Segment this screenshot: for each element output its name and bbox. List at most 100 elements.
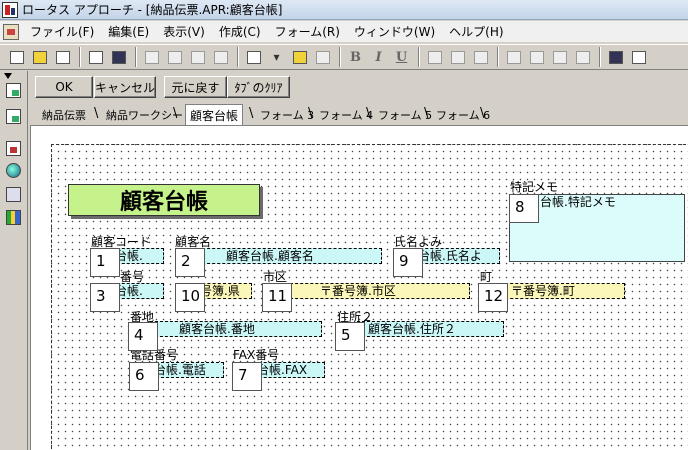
tab-divider: \	[308, 106, 313, 121]
find-icon[interactable]	[572, 47, 593, 68]
toolbar-separator	[339, 47, 341, 67]
open-icon[interactable]	[29, 47, 50, 68]
tab-order-icon[interactable]	[503, 47, 524, 68]
menu-bar: ファイル(F) 編集(E) 表示(V) 作成(C) フォーム(R) ウィンドウ(…	[0, 21, 688, 43]
main-toolbar: ▾ B I U	[0, 44, 688, 70]
tab-divider: \	[173, 106, 178, 121]
field-prefecture[interactable]: 号簿.県	[197, 283, 252, 299]
tab-divider: \	[94, 106, 99, 121]
menu-file[interactable]: ファイル(F)	[30, 25, 95, 39]
style-icon[interactable]	[289, 47, 310, 68]
align-left-icon[interactable]	[424, 47, 445, 68]
toolbar-separator	[599, 47, 601, 67]
field-town[interactable]: 〒番号簿.町	[500, 283, 625, 299]
clear-tabs-button[interactable]: ﾀﾌﾞのｸﾘｱ	[227, 76, 290, 98]
label-city[interactable]: 市区	[263, 270, 288, 284]
tab-order-badge: 6	[129, 362, 159, 391]
menu-view[interactable]: 表示(V)	[163, 25, 205, 39]
tab-delivery-worksheet[interactable]: 納品ワークシート	[106, 109, 194, 122]
design-icon[interactable]	[4, 107, 24, 127]
align-center-icon[interactable]	[447, 47, 468, 68]
italic-button[interactable]: I	[375, 49, 382, 65]
tab-order-badge: 9	[393, 248, 423, 277]
print-icon[interactable]	[85, 47, 106, 68]
browse-icon[interactable]	[4, 81, 24, 101]
cancel-button[interactable]: キャンセル	[94, 76, 156, 98]
label-memo[interactable]: 特記メモ	[510, 180, 559, 194]
spell-check-icon[interactable]	[605, 47, 626, 68]
field-phone[interactable]: 台帳.電話	[151, 362, 224, 378]
save-icon[interactable]	[52, 47, 73, 68]
menu-edit[interactable]: 編集(E)	[108, 25, 150, 39]
toolbar-separator	[418, 47, 420, 67]
table-view-icon[interactable]	[628, 47, 649, 68]
app-icon	[2, 1, 18, 18]
menu-window[interactable]: ウィンドウ(W)	[353, 25, 436, 39]
bold-button[interactable]: B	[350, 49, 361, 65]
toolbar-separator	[497, 47, 499, 67]
toolbar-handle-icon[interactable]	[4, 73, 12, 79]
tab-form-3[interactable]: フォーム 3	[260, 109, 315, 122]
sort-icon[interactable]	[549, 47, 570, 68]
tab-order-badge: 10	[175, 283, 205, 312]
chevron-down-icon[interactable]: ▾	[273, 50, 280, 64]
paste-icon[interactable]	[187, 47, 208, 68]
title-bar: ロータス アプローチ - [納品伝票.APR:顧客台帳]	[0, 0, 688, 20]
tab-order-badge: 1	[90, 248, 120, 277]
print-preview-icon[interactable]	[108, 47, 129, 68]
tab-divider: \	[480, 106, 485, 121]
label-phone[interactable]: 電話番号	[130, 348, 179, 362]
field-postal[interactable]: 台帳.	[112, 283, 164, 299]
settings-icon[interactable]	[526, 47, 547, 68]
label-name-kana[interactable]: 氏名よみ	[394, 235, 443, 249]
label-fax[interactable]: FAX番号	[233, 348, 280, 362]
menu-help[interactable]: ヘルプ(H)	[449, 25, 504, 39]
tab-customer-ledger[interactable]: 顧客台帳	[185, 104, 244, 125]
paint-icon[interactable]	[312, 47, 333, 68]
new-icon[interactable]	[6, 47, 27, 68]
tab-form-4[interactable]: フォーム 4	[319, 109, 374, 122]
form-tabs: 納品伝票 \ 納品ワークシート \ 顧客台帳 \ フォーム 3 \ フォーム 4…	[28, 103, 688, 125]
tab-form-5[interactable]: フォーム 5	[378, 109, 433, 122]
tab-divider: \	[249, 106, 254, 121]
field-name-kana[interactable]: 台帳.氏名よ	[415, 248, 500, 264]
tab-order-badge: 7	[232, 362, 262, 391]
paste-special-icon[interactable]	[210, 47, 231, 68]
field-customer-name[interactable]: 顧客台帳.顧客名	[197, 248, 382, 264]
tab-order-badge: 2	[175, 248, 205, 277]
label-town[interactable]: 町	[480, 270, 493, 284]
field-fax[interactable]: 台帳.FAX	[254, 362, 325, 378]
label-address2[interactable]: 住所２	[337, 310, 374, 324]
field-address[interactable]: 顧客台帳.番地	[150, 321, 322, 337]
form-heading[interactable]: 顧客台帳	[68, 184, 260, 216]
object-tool-icon[interactable]	[243, 47, 264, 68]
revert-button[interactable]: 元に戻す	[164, 76, 227, 98]
tab-form-6[interactable]: フォーム 6	[436, 109, 491, 122]
field-city[interactable]: 〒番号簿.市区	[285, 283, 470, 299]
underline-button[interactable]: U	[395, 49, 408, 65]
label-customer-code[interactable]: 顧客コード	[91, 235, 152, 249]
action-bar: OK キャンセル 元に戻す ﾀﾌﾞのｸﾘｱ	[28, 71, 688, 103]
ok-button[interactable]: OK	[35, 76, 93, 98]
label-address[interactable]: 番地	[130, 310, 155, 324]
tab-order-badge: 12	[478, 283, 508, 312]
toolbar-separator	[79, 47, 81, 67]
label-postal[interactable]: 番号	[120, 270, 145, 284]
window-title: ロータス アプローチ - [納品伝票.APR:顧客台帳]	[22, 3, 283, 17]
home-icon[interactable]	[4, 139, 24, 159]
menu-create[interactable]: 作成(C)	[218, 25, 261, 39]
computer-icon[interactable]	[4, 185, 24, 205]
field-address2[interactable]: 顧客台帳.住所２	[357, 321, 504, 337]
globe-icon[interactable]	[4, 161, 24, 181]
document-menu-icon[interactable]	[3, 23, 19, 40]
chart-icon[interactable]	[4, 208, 24, 228]
tab-order-badge: 5	[335, 322, 365, 351]
label-customer-name[interactable]: 顧客名	[175, 235, 212, 249]
copy-icon[interactable]	[164, 47, 185, 68]
align-right-icon[interactable]	[470, 47, 491, 68]
cut-icon[interactable]	[141, 47, 162, 68]
menu-form[interactable]: フォーム(R)	[274, 25, 340, 39]
tab-order-badge: 11	[262, 283, 292, 312]
tab-divider: \	[424, 106, 429, 121]
tab-delivery-slip[interactable]: 納品伝票	[42, 109, 86, 122]
